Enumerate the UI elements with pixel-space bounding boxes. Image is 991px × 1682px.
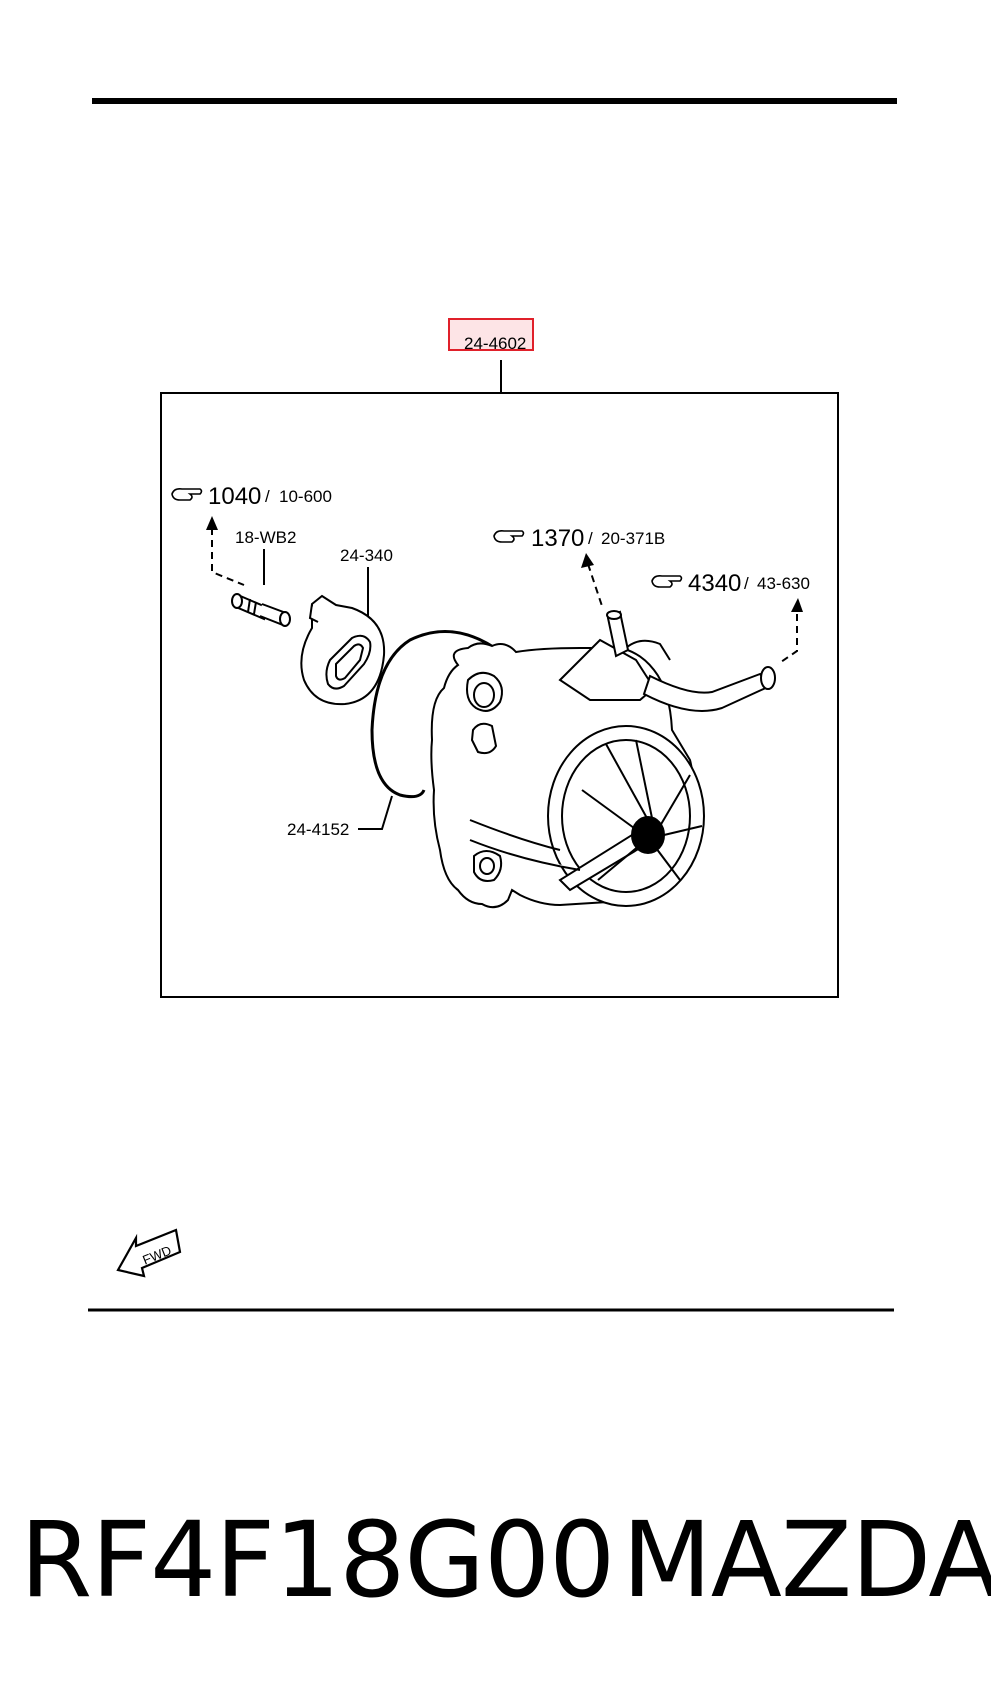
brand-name: MAZDA <box>622 1499 991 1621</box>
vacuum-pump[interactable] <box>430 638 705 909</box>
ref-1370[interactable]: 1370 / 20-371B <box>493 525 665 552</box>
ref-leaders <box>211 528 798 665</box>
ref-sub: 10-600 <box>279 487 332 506</box>
diagram-frame <box>160 392 839 998</box>
assembly-callout-label[interactable]: 24-4602 <box>464 334 526 353</box>
hand-pointer-icon <box>651 575 683 588</box>
assembly-callout-highlight[interactable] <box>448 318 534 351</box>
label-18-wb2[interactable]: 18-WB2 <box>235 528 296 547</box>
ref-1040[interactable]: 1040 / 10-600 <box>171 483 332 510</box>
ref-separator: / <box>588 529 593 548</box>
ref-sub: 20-371B <box>601 529 665 548</box>
footer: RF4F18G00 MAZDA <box>20 1490 991 1630</box>
fitting-part[interactable] <box>231 593 291 627</box>
part-number: RF4F18G00 <box>20 1499 615 1621</box>
fwd-arrow-icon: FWD <box>116 1228 182 1278</box>
label-24-4152[interactable]: 24-4152 <box>287 820 349 839</box>
leader-24-4152 <box>358 795 393 830</box>
label-24-340[interactable]: 24-340 <box>340 546 393 565</box>
o-ring-part[interactable] <box>370 630 503 799</box>
ref-4340[interactable]: 4340 / 43-630 <box>651 570 810 597</box>
arrowheads <box>206 516 803 612</box>
hand-pointer-icon <box>493 530 525 543</box>
ref-separator: / <box>265 487 270 506</box>
ref-sub: 43-630 <box>757 574 810 593</box>
hose-nipple[interactable] <box>606 610 630 658</box>
ref-separator: / <box>744 574 749 593</box>
ref-page: 4340 <box>688 570 741 597</box>
ref-page: 1370 <box>531 525 584 552</box>
hand-pointer-icon <box>171 488 203 501</box>
ref-page: 1040 <box>208 483 261 510</box>
gasket-plate-part[interactable] <box>300 594 386 706</box>
outlet-pipe[interactable] <box>642 666 776 712</box>
